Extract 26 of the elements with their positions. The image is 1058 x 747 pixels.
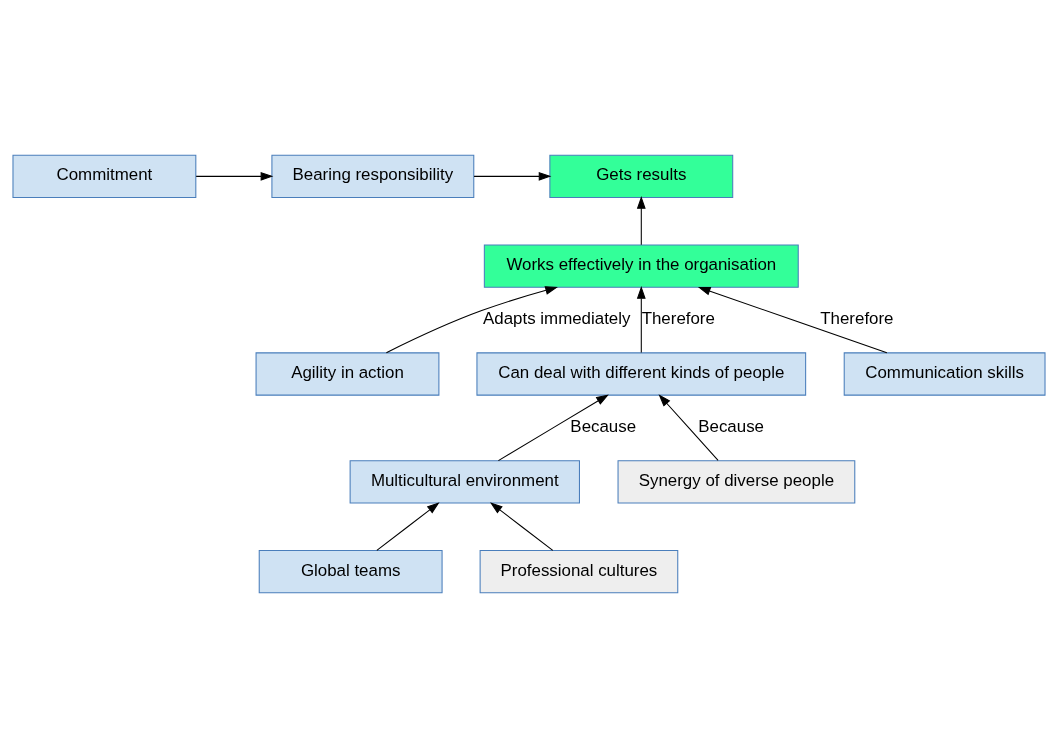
node-box: Communication skills: [843, 351, 1046, 396]
arrow: [195, 171, 274, 181]
arrow: [385, 285, 558, 353]
arrow: [697, 286, 888, 353]
arrow: [636, 195, 646, 245]
node-box: Synergy of diverse people: [617, 459, 856, 503]
node-box: Can deal with different kinds of people: [476, 351, 807, 396]
node-box: Works effectively in the organisation: [483, 244, 799, 288]
arrow: [658, 393, 719, 461]
node-box: Global teams: [258, 549, 443, 593]
arrow: [473, 171, 552, 181]
arrow: [376, 501, 440, 551]
node-box: Bearing responsibility: [271, 154, 475, 198]
node-box: Multicultural environment: [349, 459, 580, 503]
node-box: Gets results: [549, 154, 734, 198]
edge-label: Therefore: [820, 308, 894, 328]
node-box: Professional cultures: [479, 549, 679, 593]
edge-label: Therefore: [641, 308, 715, 328]
node-box: Agility in action: [255, 351, 440, 396]
edge-label: Adapts immediately: [483, 308, 631, 328]
arrow: [636, 285, 646, 353]
edge-label: Because: [698, 416, 764, 436]
arrow: [490, 501, 554, 551]
arrow: [497, 393, 609, 461]
edge-label: Because: [570, 416, 637, 436]
node-box: Commitment: [12, 154, 197, 198]
